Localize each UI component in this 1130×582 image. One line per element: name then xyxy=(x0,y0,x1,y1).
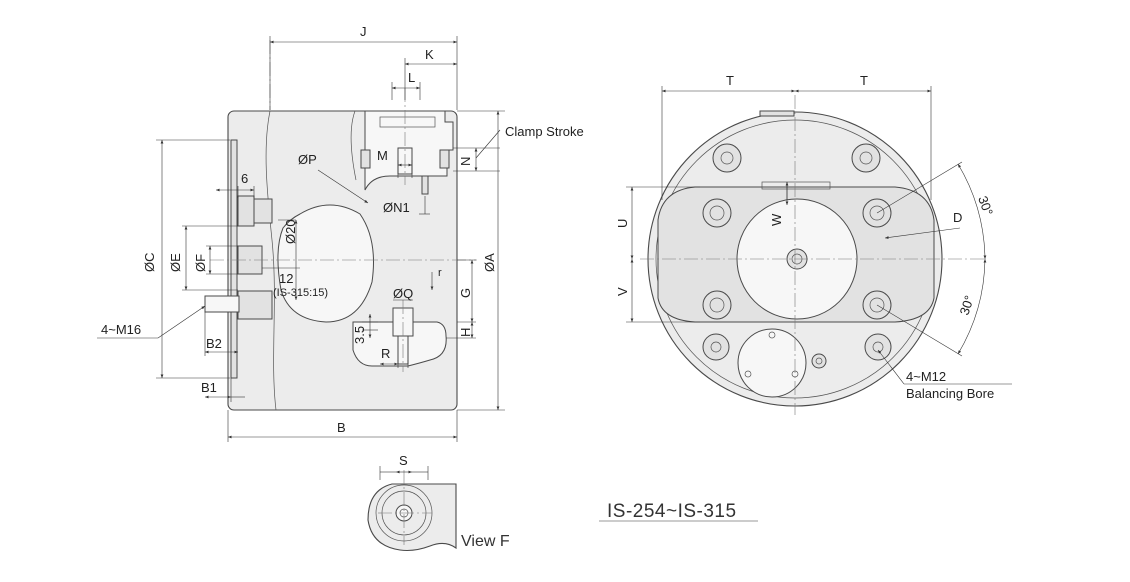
label-g: G xyxy=(458,288,473,298)
label-b1: B1 xyxy=(201,380,217,395)
label-t-left: T xyxy=(726,73,734,88)
bolt-hole xyxy=(712,143,742,173)
label-n: N xyxy=(458,157,473,166)
bolt-hole xyxy=(851,143,881,173)
label-angle-top: 30° xyxy=(975,194,996,218)
label-w: W xyxy=(769,213,784,226)
svg-text:r: r xyxy=(438,267,442,279)
front-lower-disc xyxy=(737,328,807,398)
view-f-outline xyxy=(367,483,457,552)
label-m16: 4~M16 xyxy=(101,322,141,337)
label-angle-bottom: 30° xyxy=(957,294,977,317)
label-t-right: T xyxy=(860,73,868,88)
label-p: ØP xyxy=(298,152,317,167)
bolt-hole xyxy=(702,290,732,320)
label-v: V xyxy=(615,287,630,296)
front-view: T T U V W 30° 30° D 4~M12 Balancing Bore xyxy=(615,73,1012,415)
label-12: 12 xyxy=(279,271,293,286)
side-bolt-bottom xyxy=(237,290,273,320)
label-k: K xyxy=(425,47,434,62)
label-balancing-bore: Balancing Bore xyxy=(906,386,994,401)
label-f: ØF xyxy=(193,254,208,272)
side-bolt-top xyxy=(237,195,255,227)
side-view: J K L Clamp Stroke N M ØP ØN1 6 xyxy=(97,24,584,442)
label-is315: (IS-315:15) xyxy=(273,287,328,299)
label-c: ØC xyxy=(142,253,157,273)
side-body-curve xyxy=(265,110,277,411)
label-j: J xyxy=(360,24,367,39)
front-top-key xyxy=(759,110,795,117)
label-3-5: 3.5 xyxy=(352,326,367,344)
side-m16-stud xyxy=(204,295,240,313)
label-u: U xyxy=(615,219,630,228)
label-6: 6 xyxy=(241,171,248,186)
label-m: M xyxy=(377,148,388,163)
label-d: D xyxy=(953,210,962,225)
bolt-hole xyxy=(702,198,732,228)
label-h: H xyxy=(458,328,473,337)
label-b: B xyxy=(337,420,346,435)
label-q: ØQ xyxy=(393,286,413,301)
label-view-f: View F xyxy=(461,533,510,550)
label-clamp-stroke: Clamp Stroke xyxy=(505,124,584,139)
label-l: L xyxy=(408,70,415,85)
label-s: S xyxy=(399,453,408,468)
label-b2: B2 xyxy=(206,336,222,351)
label-d20: Ø20 xyxy=(283,219,298,244)
view-f: S View F xyxy=(367,453,510,552)
label-a: ØA xyxy=(482,253,497,272)
side-center-bore xyxy=(277,204,374,323)
label-n1: ØN1 xyxy=(383,200,410,215)
front-bolt-holes xyxy=(702,143,892,361)
bolt-hole xyxy=(864,333,892,361)
label-m12: 4~M12 xyxy=(906,369,946,384)
label-r: R xyxy=(381,346,390,361)
bolt-hole xyxy=(702,333,730,361)
side-flange xyxy=(230,139,238,379)
label-e: ØE xyxy=(168,253,183,272)
model-title: IS-254~IS-315 xyxy=(607,501,737,522)
